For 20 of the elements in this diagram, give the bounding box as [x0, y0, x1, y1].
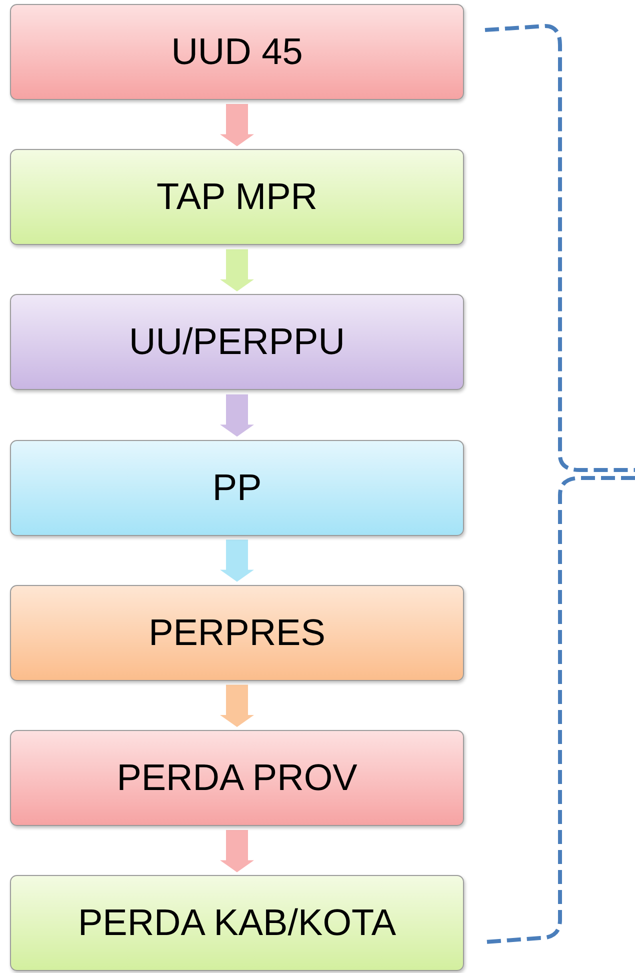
arrow [220, 249, 254, 292]
level-label: UUD 45 [171, 31, 303, 73]
arrow [220, 104, 254, 146]
arrow [220, 540, 254, 582]
level-label: PERPRES [148, 612, 326, 654]
level-box [10, 730, 464, 826]
level-box [10, 149, 464, 246]
level-label: PERDA KAB/KOTA [78, 902, 396, 944]
level-box [10, 584, 464, 681]
level-box [10, 294, 464, 390]
arrow [220, 684, 254, 727]
level-box [10, 875, 464, 972]
arrow [220, 830, 254, 872]
level-label: PP [212, 466, 262, 509]
level-label: PERDA PROV [116, 757, 358, 799]
level-box [10, 4, 464, 100]
level-label: TAP MPR [156, 176, 318, 218]
level-box [10, 440, 464, 536]
level-label: UU/PERPPU [129, 321, 345, 364]
arrow [220, 394, 254, 437]
